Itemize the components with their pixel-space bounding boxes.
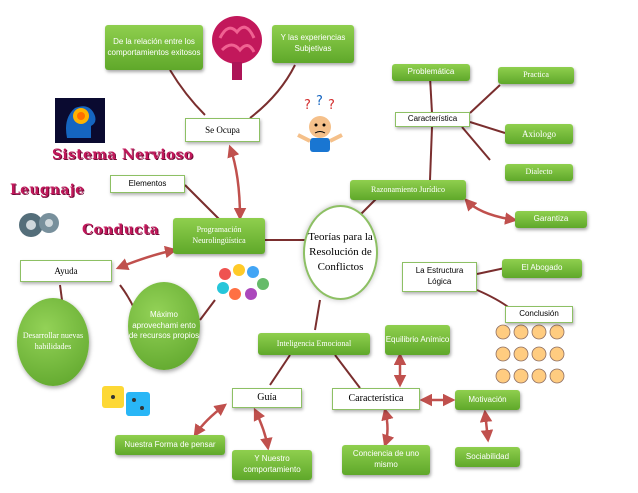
node-caracteristica-top: Característica <box>395 112 470 127</box>
node-programacion: Programación Neurolingüística <box>173 218 265 254</box>
arrow-guia-forma <box>193 403 227 438</box>
svg-text:?: ? <box>328 98 335 113</box>
node-maximo: Máximo aprovechami ento de recursos prop… <box>128 282 200 370</box>
title-lenguaje: Leugnaje <box>10 182 85 198</box>
head-profile-icon <box>55 98 105 143</box>
connector-abogado <box>476 267 506 275</box>
arrow-caract-conciencia <box>381 407 395 448</box>
node-elementos: Elementos <box>110 175 185 193</box>
confused-person-icon: ? ? ? <box>297 95 343 152</box>
node-guia: Guía <box>232 388 302 408</box>
connector-relacion <box>169 69 206 116</box>
dice-icon <box>102 386 150 416</box>
node-motivacion: Motivación <box>455 390 520 410</box>
title-conducta: Conducta <box>82 222 160 238</box>
node-sociabilidad: Sociabilidad <box>455 447 520 467</box>
gears-head-icon <box>19 213 59 237</box>
node-garantiza: Garantiza <box>515 211 587 228</box>
node-relacion: De la relación entre los comportamientos… <box>105 25 203 70</box>
node-dialecto: Dialecto <box>505 164 573 181</box>
connector-elementos <box>184 184 221 221</box>
node-razonamiento: Razonamiento Jurídico <box>350 180 466 200</box>
connector-people <box>199 299 216 321</box>
connector-experiencias <box>249 64 296 119</box>
node-conciencia: Conciencia de uno mismo <box>342 445 430 475</box>
connector-practica <box>469 84 501 114</box>
arrow-seocupa-programacion <box>227 144 247 221</box>
people-circle-icon <box>217 264 269 300</box>
brain-icon <box>212 16 262 80</box>
title-sistema-nervioso: Sistema Nervioso <box>52 147 194 163</box>
node-problematica: Problemática <box>392 64 470 81</box>
arrow-razonamiento-garantiza <box>464 198 518 225</box>
arrow-motivacion-sociabilidad <box>479 409 494 443</box>
connector-inteligencia <box>314 299 321 331</box>
node-axiologo: Axiologo <box>505 124 573 144</box>
node-caracteristica-bottom: Característica <box>332 388 420 410</box>
node-comportamiento: Y Nuestro comportamiento <box>232 450 312 480</box>
node-estructura: La Estructura Lógica <box>402 262 477 292</box>
node-desarrollar: Desarrollar nuevas habilidades <box>17 298 89 386</box>
node-inteligencia: Inteligencia Emocional <box>258 333 370 355</box>
connector-problematica <box>429 76 433 114</box>
connector-caract-bottom <box>334 354 361 389</box>
arrow-programacion-ayuda <box>115 245 178 271</box>
svg-text:?: ? <box>304 98 311 113</box>
node-abogado: El Abogado <box>502 259 582 278</box>
node-experiencias: Y las experiencias Subjetivas <box>272 25 354 63</box>
node-se-ocupa: Se Ocupa <box>185 118 260 142</box>
arrow-guia-comportamiento <box>253 407 273 451</box>
connector-dialecto <box>461 126 491 161</box>
node-forma-pensar: Nuestra Forma de pensar <box>115 435 225 455</box>
connector-caract-top <box>429 126 433 181</box>
connector-guia <box>269 354 291 386</box>
connector-desarrollar <box>59 284 63 301</box>
svg-text:?: ? <box>316 95 323 109</box>
node-equilibrio: Equilibrio Anímico <box>385 325 450 355</box>
node-practica: Practica <box>498 67 574 84</box>
node-center: Teorías para la Resolución de Conflictos <box>303 205 378 300</box>
node-conclusion: Conclusión <box>505 306 573 323</box>
node-ayuda: Ayuda <box>20 260 112 282</box>
emotion-faces-icon <box>495 324 565 384</box>
connector-axiologo <box>469 121 506 134</box>
